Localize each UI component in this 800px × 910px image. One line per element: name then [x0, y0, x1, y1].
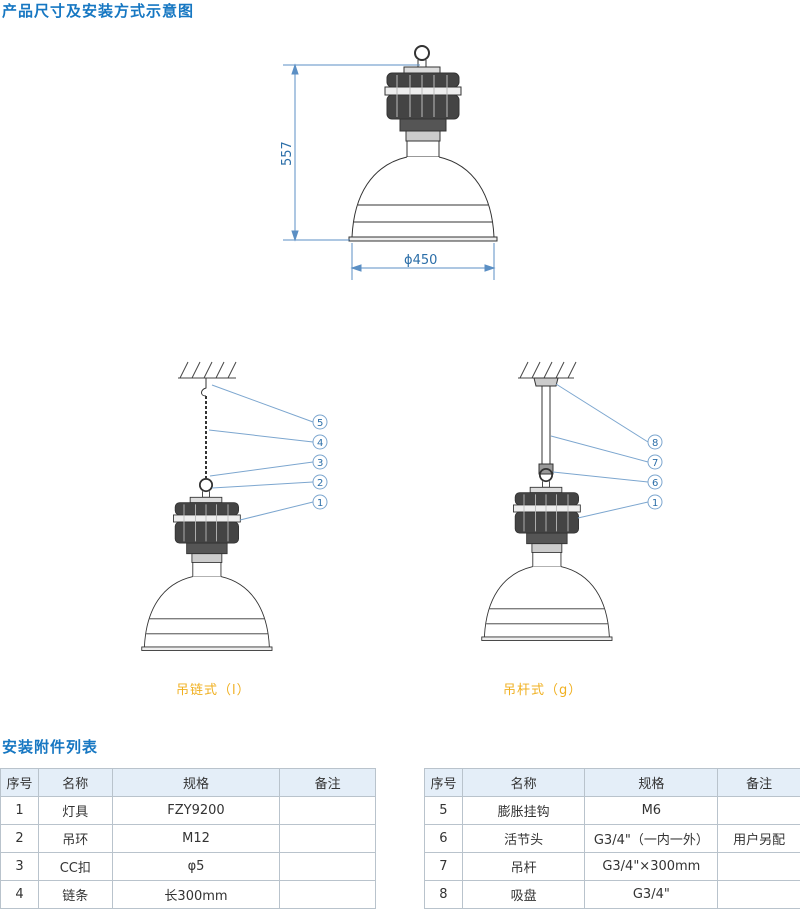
header-no: 序号 — [0, 768, 39, 797]
chain-mount-drawing: 5 4 3 2 1 — [140, 361, 328, 652]
cell-no: 5 — [424, 796, 463, 825]
header-no: 序号 — [424, 768, 463, 797]
table-header-row: 序号 名称 规格 备注 — [0, 768, 376, 797]
callout-1: 1 — [652, 498, 658, 509]
chain-mount-caption: 吊链式（l） — [176, 683, 251, 698]
header-remark: 备注 — [279, 768, 376, 797]
cell-spec: G3/4" — [584, 880, 719, 909]
cell-spec: M12 — [111, 824, 281, 853]
cell-no: 2 — [0, 824, 39, 853]
cell-spec: G3/4"×300mm — [584, 852, 719, 881]
header-remark: 备注 — [717, 768, 800, 797]
cell-spec: M6 — [584, 796, 719, 825]
cell-remark — [279, 852, 376, 881]
cell-name: 膨胀挂钩 — [461, 796, 586, 825]
cell-remark: 用户另配 — [717, 824, 800, 853]
cell-name: 活节头 — [461, 824, 586, 853]
cell-no: 8 — [424, 880, 463, 909]
rod-mount-drawing: 8 7 6 1 — [480, 361, 663, 642]
cell-spec: φ5 — [111, 852, 281, 881]
cell-spec: 长300mm — [111, 880, 281, 909]
rod-mount-caption: 吊杆式（g） — [503, 683, 583, 698]
callout-8: 8 — [652, 438, 658, 449]
cell-remark — [279, 796, 376, 825]
cell-name: 吸盘 — [461, 880, 586, 909]
lamp-dimension-drawing: 557 ϕ450 — [280, 45, 498, 280]
cell-remark — [717, 880, 800, 909]
header-name: 名称 — [37, 768, 113, 797]
callout-5: 5 — [317, 418, 323, 429]
section-title-accessories: 安装附件列表 — [2, 738, 99, 756]
header-spec: 规格 — [584, 768, 719, 797]
cell-remark — [717, 852, 800, 881]
callout-2: 2 — [317, 478, 323, 489]
header-name: 名称 — [461, 768, 586, 797]
cell-remark — [279, 880, 376, 909]
height-dimension: 557 — [280, 141, 295, 166]
diameter-dimension: ϕ450 — [404, 253, 437, 268]
cell-spec: FZY9200 — [111, 796, 281, 825]
cell-name: 链条 — [37, 880, 113, 909]
table-header-row: 序号 名称 规格 备注 — [424, 768, 800, 797]
callout-4: 4 — [317, 438, 323, 449]
section-title-dimensions: 产品尺寸及安装方式示意图 — [2, 2, 195, 20]
callout-7: 7 — [652, 458, 658, 469]
cell-remark — [717, 796, 800, 825]
cell-no: 3 — [0, 852, 39, 881]
cell-no: 7 — [424, 852, 463, 881]
callout-3: 3 — [317, 458, 323, 469]
cell-no: 6 — [424, 824, 463, 853]
cell-name: 吊环 — [37, 824, 113, 853]
header-spec: 规格 — [111, 768, 281, 797]
callout-1: 1 — [317, 498, 323, 509]
callout-6: 6 — [652, 478, 658, 489]
cell-remark — [279, 824, 376, 853]
cell-name: 吊杆 — [461, 852, 586, 881]
cell-no: 4 — [0, 880, 39, 909]
cell-no: 1 — [0, 796, 39, 825]
cell-name: CC扣 — [37, 852, 113, 881]
installation-diagrams: 557 ϕ450 5 4 3 2 1 — [140, 45, 663, 652]
cell-spec: G3/4"（一内一外） — [584, 824, 719, 853]
cell-name: 灯具 — [37, 796, 113, 825]
